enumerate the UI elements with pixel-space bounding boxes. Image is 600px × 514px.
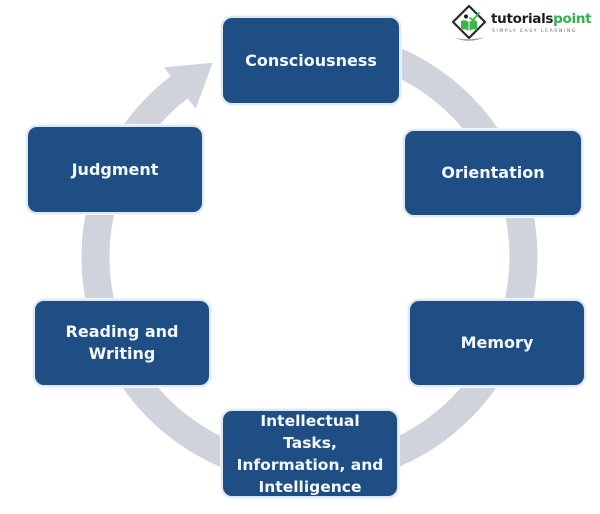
node-consciousness[interactable]: Consciousness	[221, 16, 401, 105]
node-label: Intellectual Tasks, Information, and Int…	[236, 411, 384, 496]
logo-brand-part1: tutorials	[491, 11, 554, 27]
logo-brand-part2: point	[553, 11, 592, 27]
node-intellectual-tasks[interactable]: Intellectual Tasks, Information, and Int…	[221, 409, 399, 498]
logo-mark-icon	[451, 4, 487, 41]
node-orientation[interactable]: Orientation	[403, 129, 583, 217]
logo-tagline: SIMPLY EASY LEARNING	[492, 29, 578, 34]
node-label: Reading and Writing	[65, 322, 179, 363]
node-label: Judgment	[71, 159, 159, 179]
logo-check-icon	[469, 12, 480, 22]
node-label: Consciousness	[245, 50, 377, 70]
node-label: Memory	[460, 333, 534, 352]
node-reading-and-writing[interactable]: Reading and Writing	[33, 299, 211, 387]
logo-person-icon	[464, 14, 468, 19]
node-label: Orientation	[441, 163, 545, 182]
logo-swoosh-icon	[455, 37, 485, 41]
node-memory[interactable]: Memory	[408, 299, 586, 387]
curved-arrow-icon	[164, 62, 213, 109]
tutorialspoint-logo[interactable]: tutorialspoint SIMPLY EASY LEARNING	[449, 3, 597, 45]
node-judgment[interactable]: Judgment	[26, 125, 204, 214]
logo-wordmark: tutorialspoint	[491, 11, 592, 27]
